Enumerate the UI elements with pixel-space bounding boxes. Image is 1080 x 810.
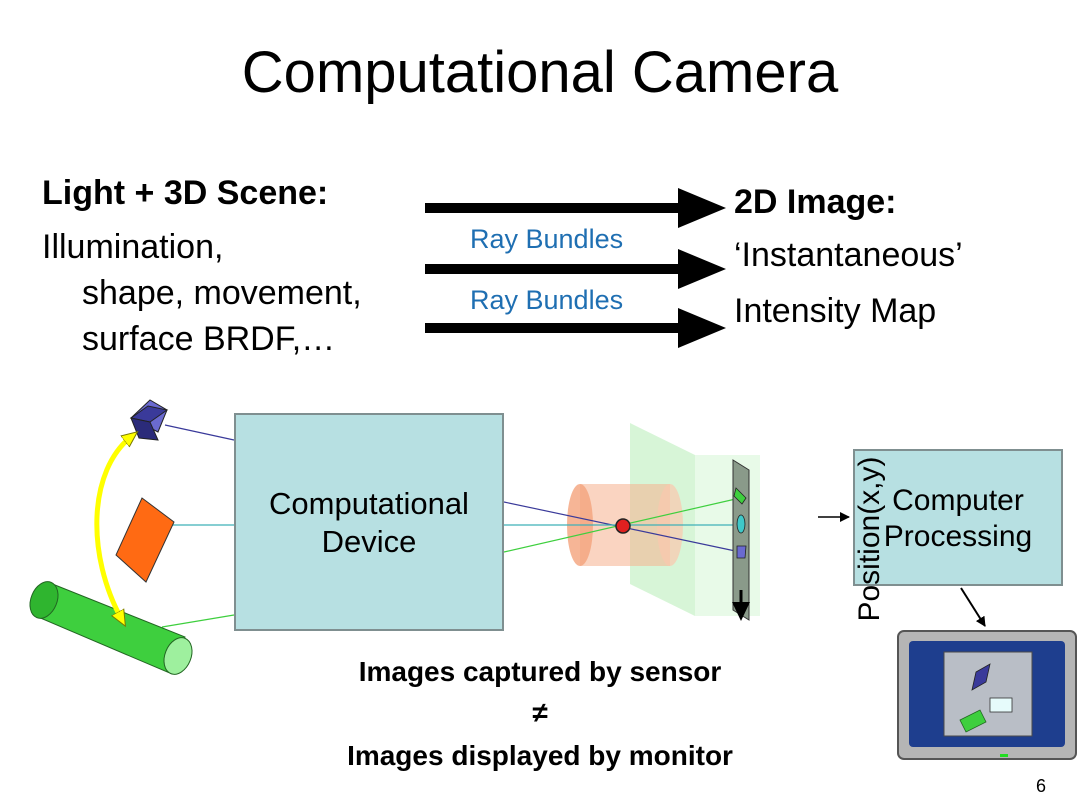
image-heading: 2D Image: [734, 183, 897, 221]
sensor-scan-arrow-icon [732, 602, 750, 621]
computer-processing-box: Computer Processing [853, 449, 1063, 586]
slide-title: Computational Camera [241, 40, 839, 105]
ray-bundles-label-1: Ray Bundles [470, 224, 624, 254]
arrow-top [425, 188, 726, 228]
computer-label-line-1: Computer [892, 484, 1024, 517]
to-monitor-arrow [960, 587, 986, 627]
image-line-1: ‘Instantaneous’ [734, 236, 963, 274]
orange-box-icon [115, 497, 175, 583]
arrow-bottom [425, 308, 726, 348]
conclusion-line-1: Images captured by sensor [358, 656, 722, 687]
scene-heading: Light + 3D Scene: [42, 174, 329, 212]
position-label: Position(x,y) [853, 456, 886, 622]
movement-arrow [94, 436, 132, 620]
focal-point-icon [615, 518, 631, 534]
device-label-line-2: Device [321, 524, 417, 559]
sensor-plane-side [695, 455, 760, 616]
computational-device-box: Computational Device [234, 413, 504, 631]
device-label-line-1: Computational [269, 486, 469, 521]
arrow-middle [425, 249, 726, 289]
page-number: 6 [1036, 776, 1047, 796]
not-equal-symbol: ≠ [532, 697, 548, 728]
sensor-blue-image [736, 545, 747, 559]
scene-line-2: shape, movement, [82, 274, 362, 312]
conclusion-line-2: Images displayed by monitor [347, 740, 733, 771]
blue-cube-icon [129, 399, 169, 441]
computer-label-line-2: Processing [883, 520, 1033, 553]
ray-bundles-label-2: Ray Bundles [470, 285, 624, 315]
sensor-cyan-image [736, 514, 746, 534]
image-line-2: Intensity Map [734, 292, 937, 330]
green-cylinder-icon [29, 581, 193, 675]
monitor-icon [897, 630, 1077, 760]
sensor-green-image [733, 487, 747, 505]
scene-line-1: Illumination, [42, 228, 224, 266]
scene-line-3: surface BRDF,… [82, 320, 336, 358]
ray-line-blue [164, 424, 235, 441]
ray-line-green [161, 614, 235, 628]
